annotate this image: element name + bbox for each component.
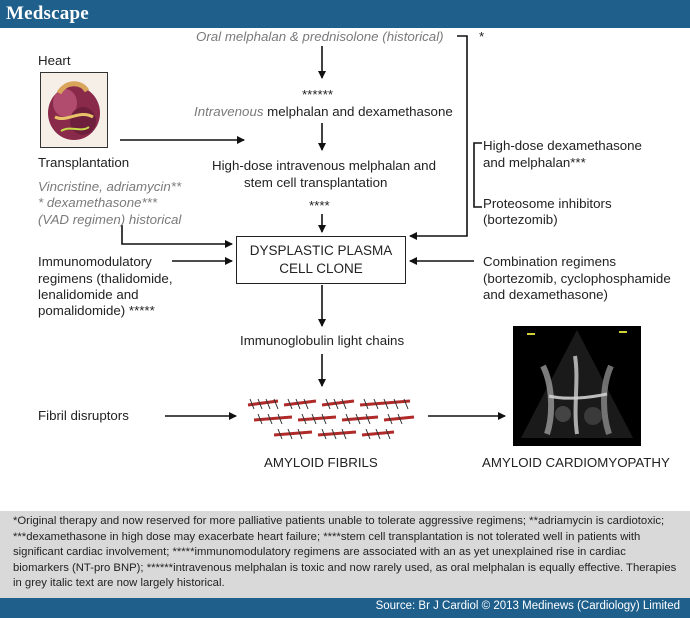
label-hdm-line1: High-dose intravenous melphalan and xyxy=(212,158,436,173)
arrow-vad-to-clone xyxy=(121,225,233,248)
echocardiogram-image xyxy=(513,326,641,446)
label-imid-line2: regimens (thalidomide, xyxy=(38,271,173,286)
label-combo-line1: Combination regimens xyxy=(483,254,617,269)
bracket-right-regimens xyxy=(473,142,482,208)
label-transplantation: Transplantation xyxy=(38,155,130,170)
label-combo-line3: and dexamethasone) xyxy=(483,287,608,302)
clone-line2: CELL CLONE xyxy=(279,261,363,276)
arrow-oral-bracket xyxy=(409,35,468,240)
clone-line1: DYSPLASTIC PLASMA xyxy=(249,243,393,258)
label-amyloid-cardiomyopathy: AMYLOID CARDIOMYOPATHY xyxy=(482,455,670,470)
label-hddex-line1: High-dose dexamethasone xyxy=(483,138,642,153)
source-text: Source: Br J Cardiol © 2013 Medinews (Ca… xyxy=(375,600,680,612)
label-iv-rest: melphalan and dexamethasone xyxy=(263,104,453,119)
plasma-cell-clone-box: DYSPLASTIC PLASMA CELL CLONE xyxy=(236,236,406,284)
footnote-text: *Original therapy and now reserved for m… xyxy=(13,515,677,590)
label-imid-line1: Immunomodulatory xyxy=(38,254,152,269)
medscape-logo: Medscape xyxy=(6,3,89,24)
label-heart: Heart xyxy=(38,53,71,68)
label-vad-line3: (VAD regimen) historical xyxy=(38,212,182,227)
label-iv-melphalan: Intravenous melphalan and dexamethasone xyxy=(194,103,453,120)
label-proteosome-line1: Proteosome inhibitors xyxy=(483,196,612,211)
label-imid-line3: lenalidomide and xyxy=(38,287,139,302)
header-bar: Medscape xyxy=(0,0,690,28)
label-iv-prefix: Intravenous xyxy=(194,104,264,119)
label-oral-star: * xyxy=(479,29,485,44)
footnote-panel xyxy=(0,511,690,598)
label-imid-line4: pomalidomide) ***** xyxy=(38,303,155,318)
heart-illustration xyxy=(40,72,108,148)
label-light-chains: Immunoglobulin light chains xyxy=(240,333,405,348)
label-vad-line2: * dexamethasone*** xyxy=(38,195,158,210)
label-hdm-stars: **** xyxy=(309,198,330,213)
label-combo-line2: (bortezomib, cyclophosphamide xyxy=(483,271,671,286)
label-vad-line1: Vincristine, adriamycin** xyxy=(38,179,182,194)
label-proteosome-line2: (bortezomib) xyxy=(483,212,558,227)
label-fibril-disruptors: Fibril disruptors xyxy=(38,408,129,423)
label-hdm-line2: stem cell transplantation xyxy=(244,175,388,190)
label-hddex-line2: and melphalan*** xyxy=(483,155,586,170)
label-amyloid-fibrils: AMYLOID FIBRILS xyxy=(264,455,378,470)
source-bar: Source: Br J Cardiol © 2013 Medinews (Ca… xyxy=(0,598,690,618)
label-oral-melphalan: Oral melphalan & prednisolone (historica… xyxy=(196,29,444,44)
label-iv-stars: ****** xyxy=(302,87,334,102)
amyloid-fibrils-illustration xyxy=(244,393,416,447)
